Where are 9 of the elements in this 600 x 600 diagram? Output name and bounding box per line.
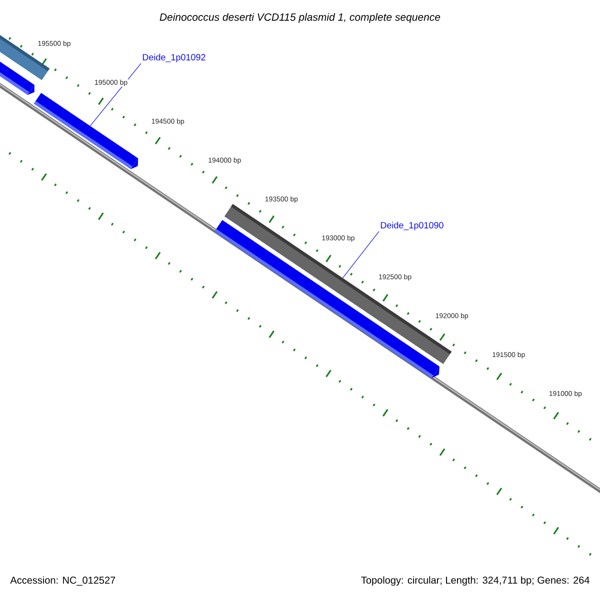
gene-label: Deide_1p01092	[142, 54, 206, 62]
gene-arrow	[34, 92, 138, 170]
accession-text: Accession: NC_012527	[10, 576, 116, 586]
leader-line	[342, 231, 380, 278]
gene-arrow	[0, 59, 34, 95]
leader-line	[90, 63, 142, 126]
summary-text: Topology: circular; Length: 324,711 bp; Genes: 264	[361, 576, 590, 586]
title: Deinococcus deserti VCD115 plasmid 1, complete sequence	[160, 13, 440, 23]
gene-label: Deide_1p01090	[380, 222, 444, 230]
